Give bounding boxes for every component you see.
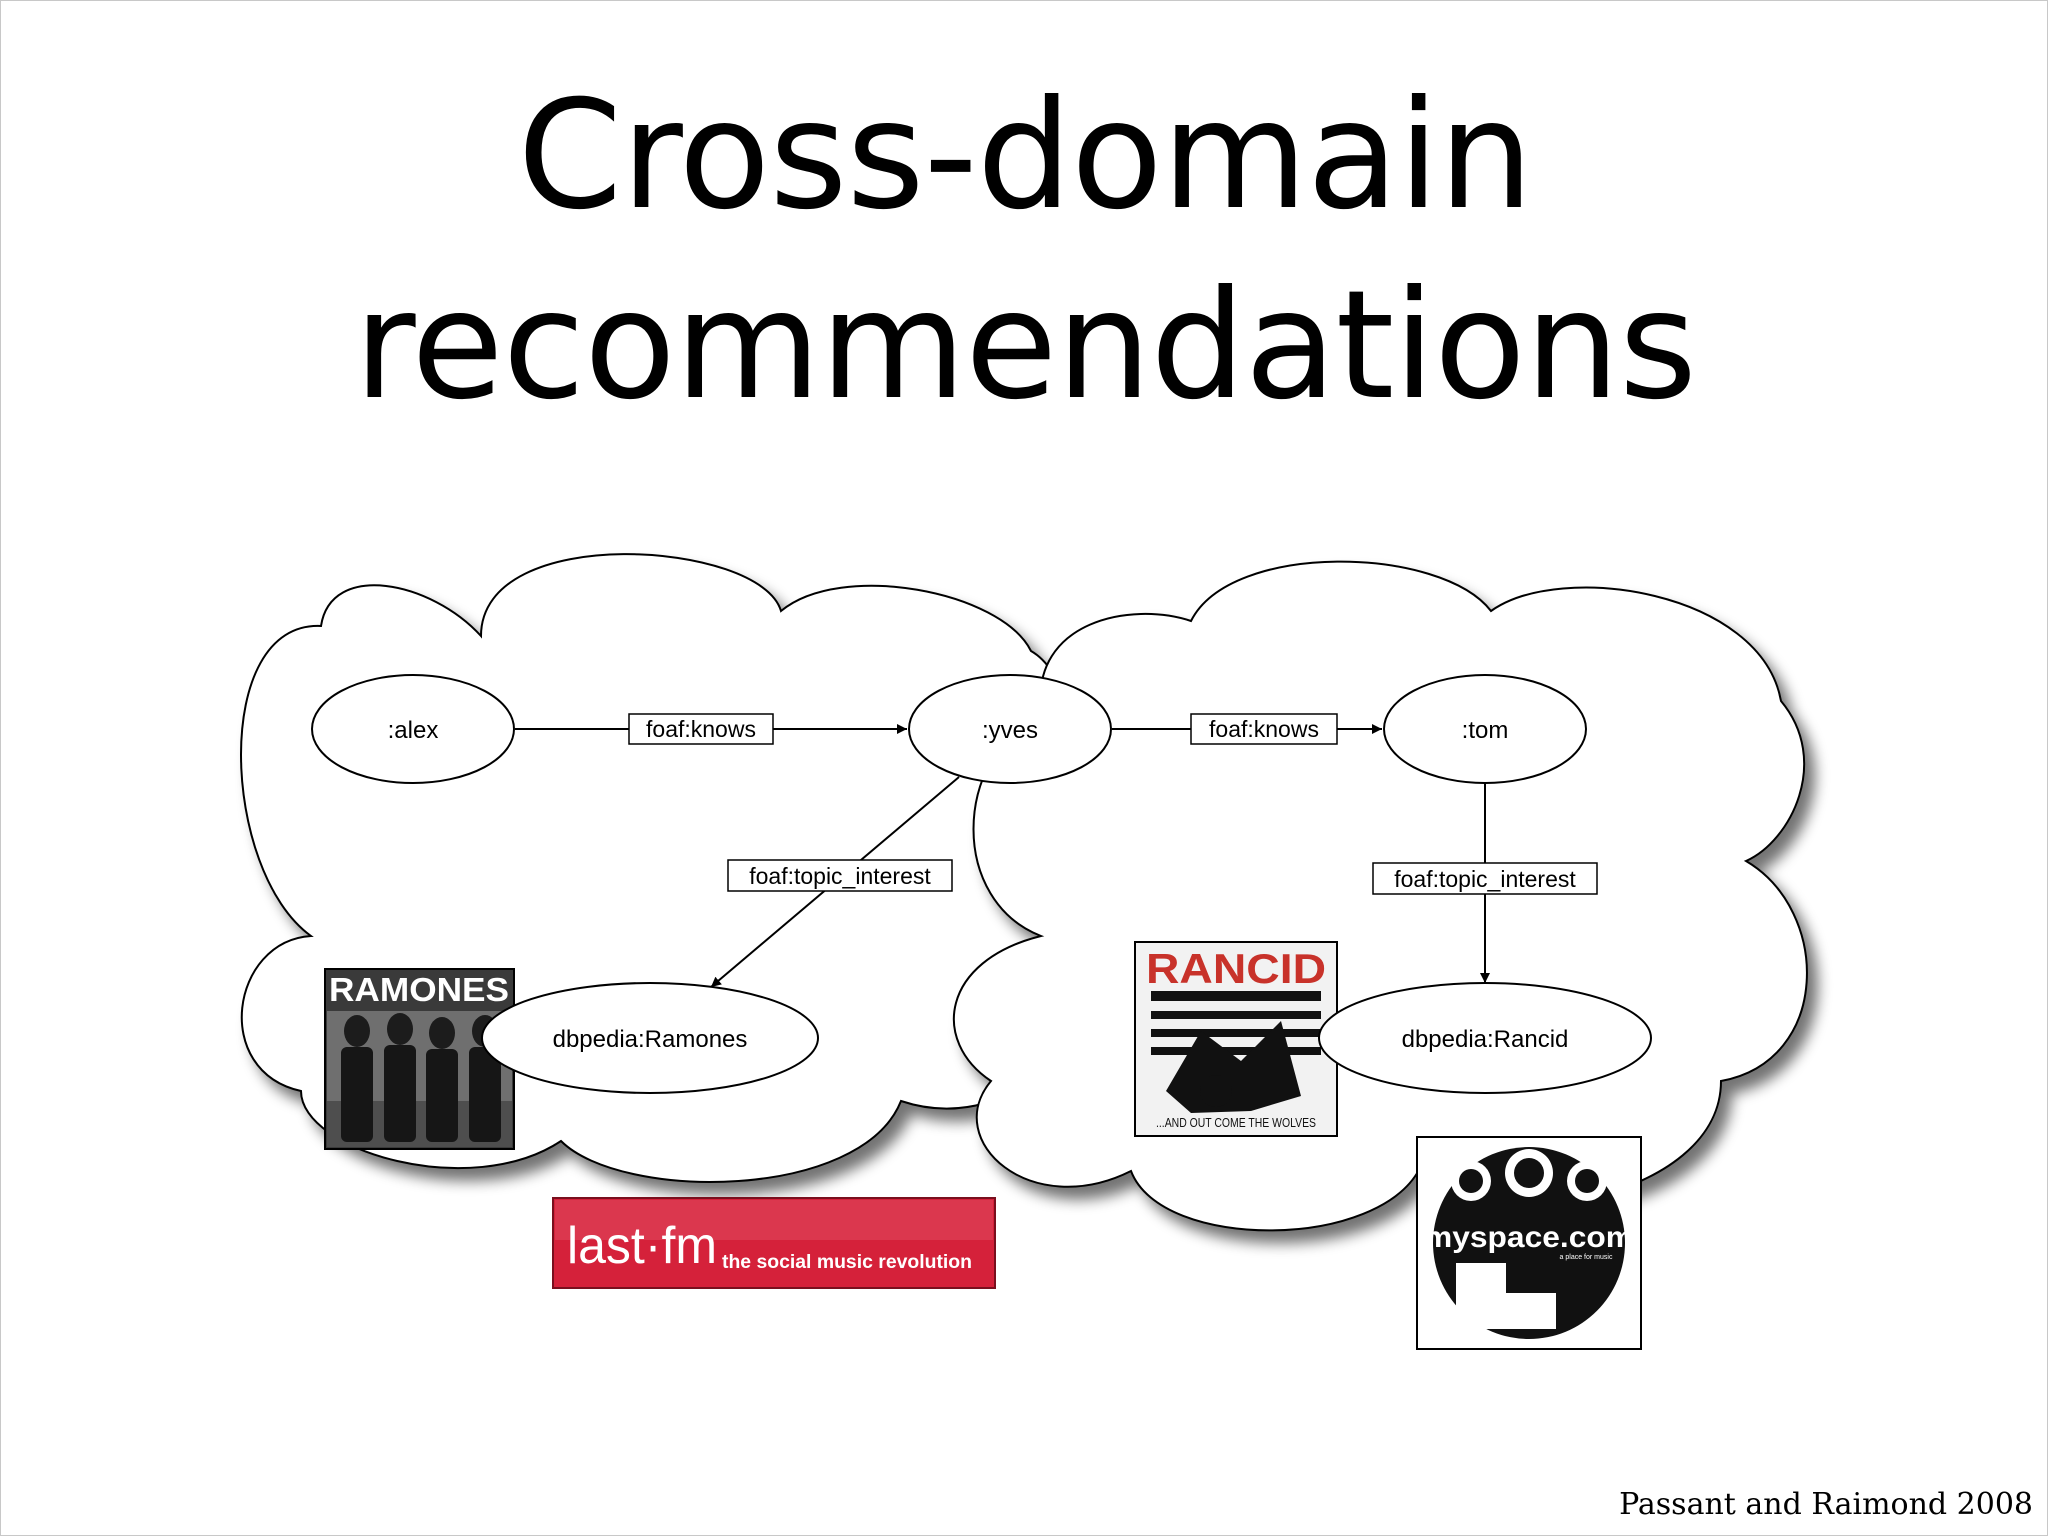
- edge-label-yves-tom: foaf:knows: [1190, 713, 1338, 745]
- svg-text:foaf:topic_interest: foaf:topic_interest: [1394, 866, 1576, 892]
- svg-text:myspace.com: myspace.com: [1424, 1221, 1634, 1254]
- node-ramones: dbpedia:Ramones: [481, 982, 819, 1094]
- edge-label-alex-yves: foaf:knows: [628, 713, 774, 745]
- node-rancid: dbpedia:Rancid: [1318, 982, 1652, 1094]
- svg-text:dbpedia:Ramones: dbpedia:Ramones: [553, 1026, 748, 1053]
- node-tom: :tom: [1383, 674, 1587, 784]
- slide-title-line-2: recommendations: [353, 259, 1697, 433]
- ramones-album-cover: RAMONES: [324, 968, 515, 1150]
- svg-text::alex: :alex: [388, 717, 439, 744]
- myspace-logo: myspace.com a place for music: [1416, 1136, 1642, 1350]
- node-yves: :yves: [908, 674, 1112, 784]
- edge-label-tom-rancid: foaf:topic_interest: [1372, 862, 1598, 895]
- right-cloud: [953, 560, 1808, 1232]
- svg-text:RAMONES: RAMONES: [329, 971, 509, 1008]
- svg-text:a place for music: a place for music: [1560, 1254, 1613, 1261]
- edge-label-yves-ramones: foaf:topic_interest: [727, 859, 953, 892]
- svg-text::yves: :yves: [982, 717, 1038, 744]
- svg-text:RANCID: RANCID: [1146, 945, 1326, 992]
- slide-title-line-1: Cross-domain: [517, 69, 1533, 243]
- svg-text:dbpedia:Rancid: dbpedia:Rancid: [1402, 1026, 1569, 1053]
- svg-text:the social music revolution: the social music revolution: [722, 1252, 972, 1273]
- rancid-album-cover: RANCID ...AND OUT COME THE WOLVES: [1134, 941, 1338, 1137]
- svg-text:foaf:knows: foaf:knows: [1209, 716, 1319, 742]
- svg-text:...AND OUT COME THE WOLVES: ...AND OUT COME THE WOLVES: [1156, 1115, 1316, 1130]
- svg-text:foaf:topic_interest: foaf:topic_interest: [749, 863, 931, 889]
- svg-text:foaf:knows: foaf:knows: [646, 716, 756, 742]
- svg-text::tom: :tom: [1462, 717, 1509, 744]
- node-alex: :alex: [311, 674, 515, 784]
- citation-credit: Passant and Raimond 2008: [1619, 1487, 2033, 1522]
- svg-text:last·fm: last·fm: [567, 1217, 717, 1275]
- lastfm-logo: last·fm the social music revolution: [552, 1197, 996, 1289]
